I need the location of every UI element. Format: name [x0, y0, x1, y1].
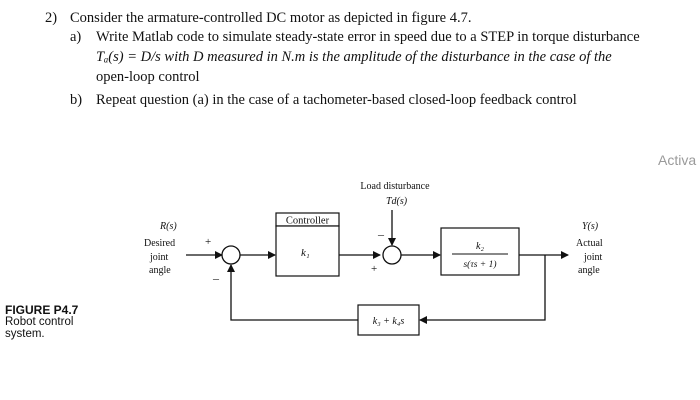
feedback-path-left [227, 264, 358, 321]
controller-gain: k₁ [301, 247, 310, 259]
feedback-path-right [419, 255, 546, 324]
part-a-label: a) [70, 29, 82, 45]
summing-junction-1 [221, 245, 241, 265]
figure-caption-title: FIGURE P4.7 [5, 303, 79, 317]
controller-title: Controller [286, 216, 330, 227]
sum1-plus-sign: + [205, 236, 211, 248]
input-signal-label: R(s) [159, 221, 177, 232]
output-signal-label: Y(s) [582, 221, 599, 232]
feedback-gain: k₃ + k₄s [373, 316, 405, 327]
figure-caption-line-1: Robot control [5, 316, 74, 328]
part-a-line-1: Write Matlab code to simulate steady-sta… [96, 29, 640, 45]
figure-caption-line-2: system. [5, 328, 45, 340]
part-a-line-3: open-loop control [96, 69, 200, 85]
output-desc-1: Actual [576, 238, 603, 249]
sum2-minus-sign: – [377, 227, 385, 241]
sum2-plus-sign: + [371, 263, 377, 275]
output-desc-2: joint [583, 252, 603, 263]
part-b-label: b) [70, 92, 83, 108]
disturbance-signal: Td(s) [386, 196, 408, 207]
plant-numerator: k₂ [476, 241, 484, 252]
output-desc-3: angle [578, 265, 600, 276]
input-desc-2: joint [149, 252, 169, 263]
plant-denominator: s(τs + 1) [463, 259, 496, 270]
sum1-minus-sign: – [212, 271, 220, 285]
part-a-line-2: Tₐ(s) = D/s with D measured in N.m is th… [96, 49, 612, 65]
question-stem: Consider the armature-controlled DC moto… [70, 10, 472, 26]
part-b-text: Repeat question (a) in the case of a tac… [96, 92, 577, 108]
input-desc-3: angle [149, 265, 171, 276]
activate-watermark: Activa [658, 152, 697, 168]
figure-caption: FIGURE P4.7 Robot control system. [5, 304, 78, 340]
controller-block [275, 225, 340, 277]
plant-block [440, 227, 520, 276]
disturbance-title: Load disturbance [360, 181, 430, 192]
input-desc-1: Desired [144, 238, 175, 249]
question-number: 2) [45, 10, 58, 26]
summing-junction-2 [382, 245, 402, 265]
